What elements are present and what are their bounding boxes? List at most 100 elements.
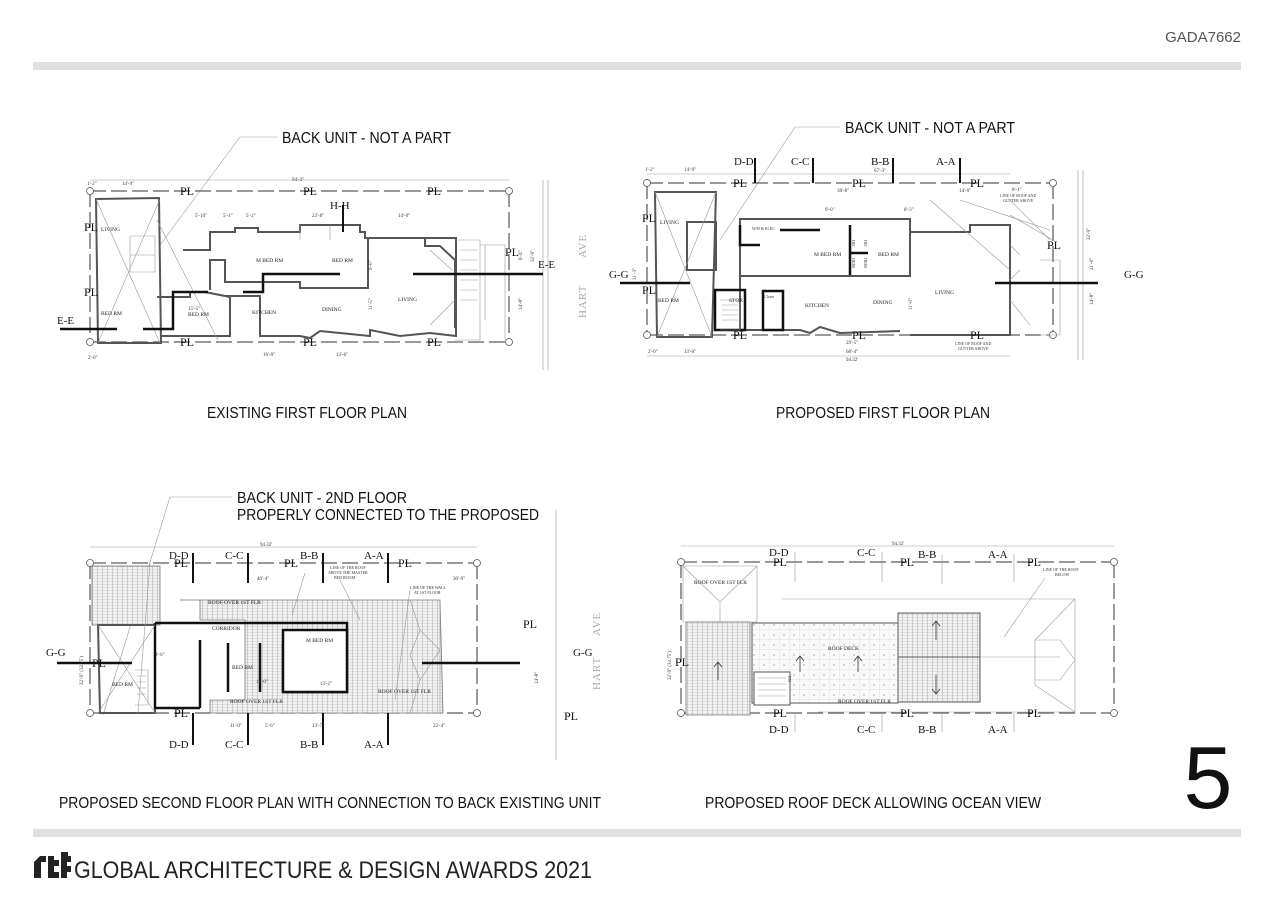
room-label: DINING bbox=[873, 300, 893, 306]
room-label: CORRIDOR bbox=[212, 626, 241, 632]
dimension: 21'-0" bbox=[1090, 258, 1095, 270]
dimension: 15'-5" bbox=[188, 307, 200, 312]
dimension: 22'-4" bbox=[433, 724, 445, 729]
corner-markers bbox=[86, 559, 481, 717]
dimension: 40'-4" bbox=[257, 577, 269, 582]
property-line bbox=[89, 190, 510, 343]
plan-title: EXISTING FIRST FLOOR PLAN bbox=[207, 405, 407, 422]
section-label: C-C bbox=[225, 739, 243, 751]
notes: LINE OF THE ROOF ABOVE THE MASTER BED RO… bbox=[291, 565, 447, 701]
room-labels: LIVING BED RM STOR KITCHEN DINING LIVING… bbox=[658, 220, 954, 309]
dimension: 6'-4" bbox=[519, 250, 524, 260]
section-label: D-D bbox=[769, 724, 789, 736]
room-label: HERS bbox=[863, 258, 868, 268]
note-text: LINE OF ROOF AND bbox=[955, 341, 991, 346]
pl-label: PL bbox=[180, 184, 194, 198]
pl-label: PL bbox=[174, 706, 188, 720]
notes: LINE OF ROOF AND GUTTER ABOVE LINE OF RO… bbox=[955, 193, 1036, 351]
pl-label: PL bbox=[427, 184, 441, 198]
street-label: HART bbox=[591, 657, 603, 690]
leader-line bbox=[159, 136, 278, 246]
room-label: LIVING bbox=[935, 290, 954, 296]
dimension: 94'-3" bbox=[292, 178, 304, 183]
dimension: 14'-9" bbox=[122, 182, 134, 187]
pl-label: PL bbox=[284, 556, 298, 570]
room-label: BED RM bbox=[188, 312, 209, 318]
pl-label: PL bbox=[642, 211, 656, 225]
pl-label: PL bbox=[773, 555, 787, 569]
dimension: 16'-0" bbox=[263, 353, 275, 358]
pl-label: PL bbox=[900, 706, 914, 720]
dimension: 94.32' bbox=[892, 542, 904, 547]
note-text: ABOVE THE MASTER bbox=[328, 570, 368, 575]
section-markers: D-D C-C B-B A-A D-D C-C B-B A-A bbox=[769, 547, 1015, 736]
dimension: 2'-0" bbox=[648, 350, 658, 355]
existing-first-floor-plan: BACK UNIT - NOT A PART H-H E-E E-E PL bbox=[57, 130, 589, 422]
walls bbox=[94, 196, 506, 344]
walls bbox=[96, 562, 349, 714]
section-label: G-G bbox=[46, 647, 66, 659]
room-label: W/H & ELEC bbox=[752, 226, 775, 231]
plan-note: PROPERLY CONNECTED TO THE PROPOSED bbox=[237, 507, 539, 524]
section-line-e-e bbox=[60, 272, 543, 331]
section-markers: D-D C-C B-B A-A G-G G-G bbox=[609, 156, 1144, 281]
room-label: BED RM bbox=[112, 682, 133, 688]
dimension: 14'-0" bbox=[398, 214, 410, 219]
room-label: BED RM bbox=[658, 298, 679, 304]
plan-title: PROPOSED SECOND FLOOR PLAN WITH CONNECTI… bbox=[59, 795, 601, 812]
plan-title: PROPOSED ROOF DECK ALLOWING OCEAN VIEW bbox=[705, 795, 1042, 812]
section-label: G-G bbox=[1124, 269, 1144, 281]
corner-markers bbox=[86, 187, 513, 346]
dimension: 30'-9" bbox=[453, 577, 465, 582]
pl-label: PL bbox=[733, 328, 747, 342]
room-label: ROOF OVER 1ST FLR bbox=[838, 699, 891, 705]
room-label: BED RM bbox=[232, 665, 253, 671]
property-line bbox=[680, 561, 1115, 714]
pl-labels: PL PL PL PL PL PL PL PL PL bbox=[642, 176, 1061, 342]
pl-label: PL bbox=[970, 176, 984, 190]
proposed-first-floor-plan: BACK UNIT - NOT A PART bbox=[609, 120, 1144, 422]
dimension: 13'-6" bbox=[336, 353, 348, 358]
dimension: 23'-8" bbox=[312, 214, 324, 219]
section-label: C-C bbox=[857, 547, 875, 559]
room-label: M BED RM bbox=[306, 638, 333, 644]
room-label: HIS bbox=[863, 240, 868, 246]
dimension: 32'-9" (32.75') bbox=[80, 656, 85, 685]
dimension: 14'-8" bbox=[535, 672, 540, 684]
pl-label: PL bbox=[84, 285, 98, 299]
section-label: H-H bbox=[330, 200, 350, 212]
footer-title: GLOBAL ARCHITECTURE & DESIGN AWARDS 2021 bbox=[74, 857, 592, 884]
pl-label: PL bbox=[427, 335, 441, 349]
dimension: 14'-0" bbox=[959, 189, 971, 194]
pl-labels: PL PL PL PL PL PL PL bbox=[675, 555, 1041, 720]
room-label: Closet bbox=[764, 294, 775, 299]
dimension: 14'-9" bbox=[684, 168, 696, 173]
note-text: LINE OF THE ROOF bbox=[330, 565, 366, 570]
plan-note: BACK UNIT - NOT A PART bbox=[282, 130, 451, 147]
dimension: 5'-6" bbox=[265, 724, 275, 729]
pl-label: PL bbox=[773, 706, 787, 720]
section-label: G-G bbox=[573, 647, 593, 659]
plan-note: BACK UNIT - NOT A PART bbox=[845, 120, 1015, 137]
dimension: 8'-3" bbox=[904, 208, 914, 213]
pl-label: PL bbox=[733, 176, 747, 190]
pl-label: PL bbox=[970, 328, 984, 342]
street-label: HART bbox=[577, 285, 589, 318]
street-label: AVE bbox=[591, 612, 603, 636]
section-markers: D-D C-C B-B A-A D-D C-C B-B A-A G-G G-G bbox=[46, 550, 593, 751]
room-label: ROOF OVER 1ST FLR bbox=[378, 689, 431, 695]
note-text: GUTTER ABOVE bbox=[1003, 198, 1034, 203]
street-label: AVE bbox=[577, 234, 589, 258]
room-label: KITCHEN bbox=[252, 310, 276, 316]
dimension: 5'-10" bbox=[195, 214, 207, 219]
walls bbox=[653, 191, 1061, 338]
dimension-labels: 94'-3" 1'-2" 14'-9" 5'-10" 5'-1" 5'-2" 2… bbox=[87, 178, 536, 361]
dimension: 32'-9" (32.75') bbox=[668, 651, 673, 680]
pl-label: PL bbox=[303, 184, 317, 198]
plan-note: BACK UNIT - 2ND FLOOR bbox=[237, 490, 407, 507]
room-label: KITCHEN bbox=[805, 303, 829, 309]
corner-markers bbox=[643, 179, 1057, 339]
pl-label: PL bbox=[398, 556, 412, 570]
page-number: 5 bbox=[1184, 728, 1233, 827]
pl-label: PL bbox=[852, 328, 866, 342]
